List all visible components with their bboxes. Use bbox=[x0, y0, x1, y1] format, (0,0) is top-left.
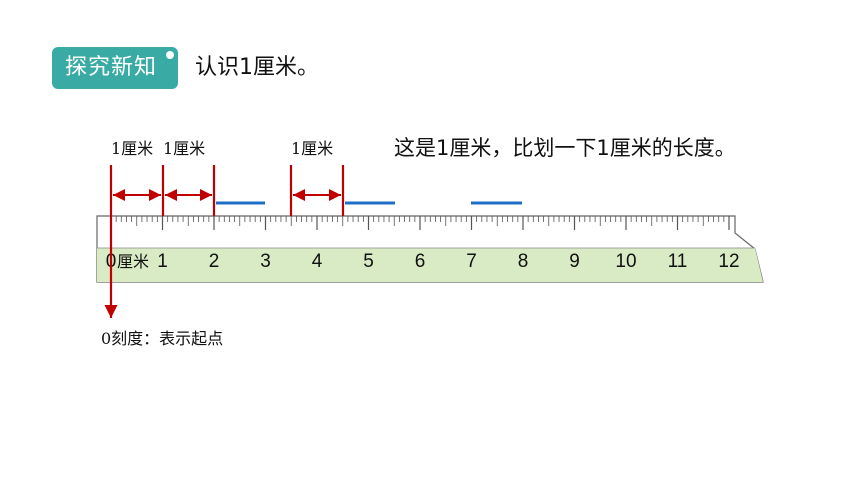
ruler-number-3: 3 bbox=[260, 251, 271, 272]
zero-point-note: 0刻度：表示起点 bbox=[101, 329, 224, 348]
ruler-number-9: 9 bbox=[569, 251, 580, 272]
section-badge: 探究新知 bbox=[52, 47, 178, 89]
ruler-number-6: 6 bbox=[415, 251, 426, 272]
page-title: 认识1厘米。 bbox=[195, 55, 319, 80]
cm-label-2: 1厘米 bbox=[163, 139, 206, 158]
ruler-ticks bbox=[110, 216, 730, 230]
ruler-number-12: 12 bbox=[718, 251, 739, 272]
ruler-number-5: 5 bbox=[363, 251, 374, 272]
cm-label-3: 1厘米 bbox=[291, 139, 334, 158]
ruler-number-2: 2 bbox=[209, 251, 220, 272]
ruler-green-strip bbox=[97, 248, 763, 282]
ruler-number-11: 11 bbox=[668, 251, 688, 272]
cm-label-1: 1厘米 bbox=[111, 139, 154, 158]
caption-text: 这是1厘米，比划一下1厘米的长度。 bbox=[394, 136, 736, 160]
ruler-number-7: 7 bbox=[466, 251, 477, 272]
ruler-unit-label: 厘米 bbox=[117, 253, 149, 271]
section-badge-label: 探究新知 bbox=[64, 55, 157, 80]
badge-dot-icon bbox=[166, 51, 174, 59]
ruler-number-4: 4 bbox=[312, 251, 323, 272]
ruler-number-10: 10 bbox=[615, 251, 636, 272]
ruler-number-8: 8 bbox=[518, 251, 529, 272]
ruler-number-1: 1 bbox=[157, 251, 168, 272]
